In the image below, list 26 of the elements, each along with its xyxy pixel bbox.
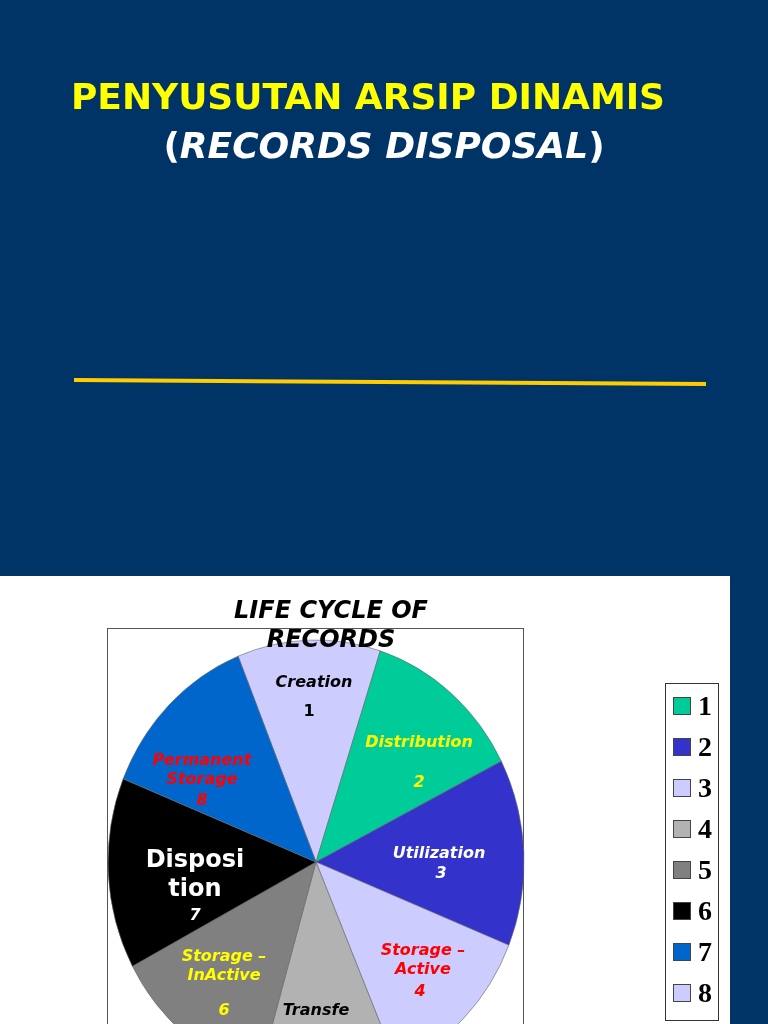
slice-label: Transfe xyxy=(281,1000,351,1020)
slice-number: 2 xyxy=(412,772,426,792)
slice-number: 8 xyxy=(195,790,209,810)
legend-label: 6 xyxy=(698,895,712,927)
slice-number: 7 xyxy=(188,905,202,925)
chart-title: LIFE CYCLE OF RECORDS xyxy=(233,596,429,654)
legend-label: 3 xyxy=(698,772,712,804)
legend-label: 4 xyxy=(698,813,712,845)
legend-label: 7 xyxy=(698,936,712,968)
slice-label: Storage – Active xyxy=(379,940,467,979)
legend-label: 2 xyxy=(698,731,712,763)
slice-number: 6 xyxy=(217,1000,231,1020)
slide-subtitle: (RECORDS DISPOSAL) xyxy=(162,124,606,168)
slice-label: Utilization xyxy=(391,843,487,863)
slice-number: 3 xyxy=(434,863,448,883)
slice-number: 4 xyxy=(413,981,427,1001)
slice-label: Creation xyxy=(274,672,354,692)
slice-label: Disposition xyxy=(144,845,246,903)
slide-title: PENYUSUTAN ARSIP DINAMIS xyxy=(69,76,667,117)
slice-number: 1 xyxy=(302,701,316,721)
legend-label: 1 xyxy=(698,690,712,722)
legend-label: 8 xyxy=(698,977,712,1009)
slice-label: Permanent Storage xyxy=(151,750,253,789)
slice-label: Distribution xyxy=(365,732,473,752)
slice-label: Storage – InActive xyxy=(180,946,268,985)
legend-label: 5 xyxy=(698,854,712,886)
